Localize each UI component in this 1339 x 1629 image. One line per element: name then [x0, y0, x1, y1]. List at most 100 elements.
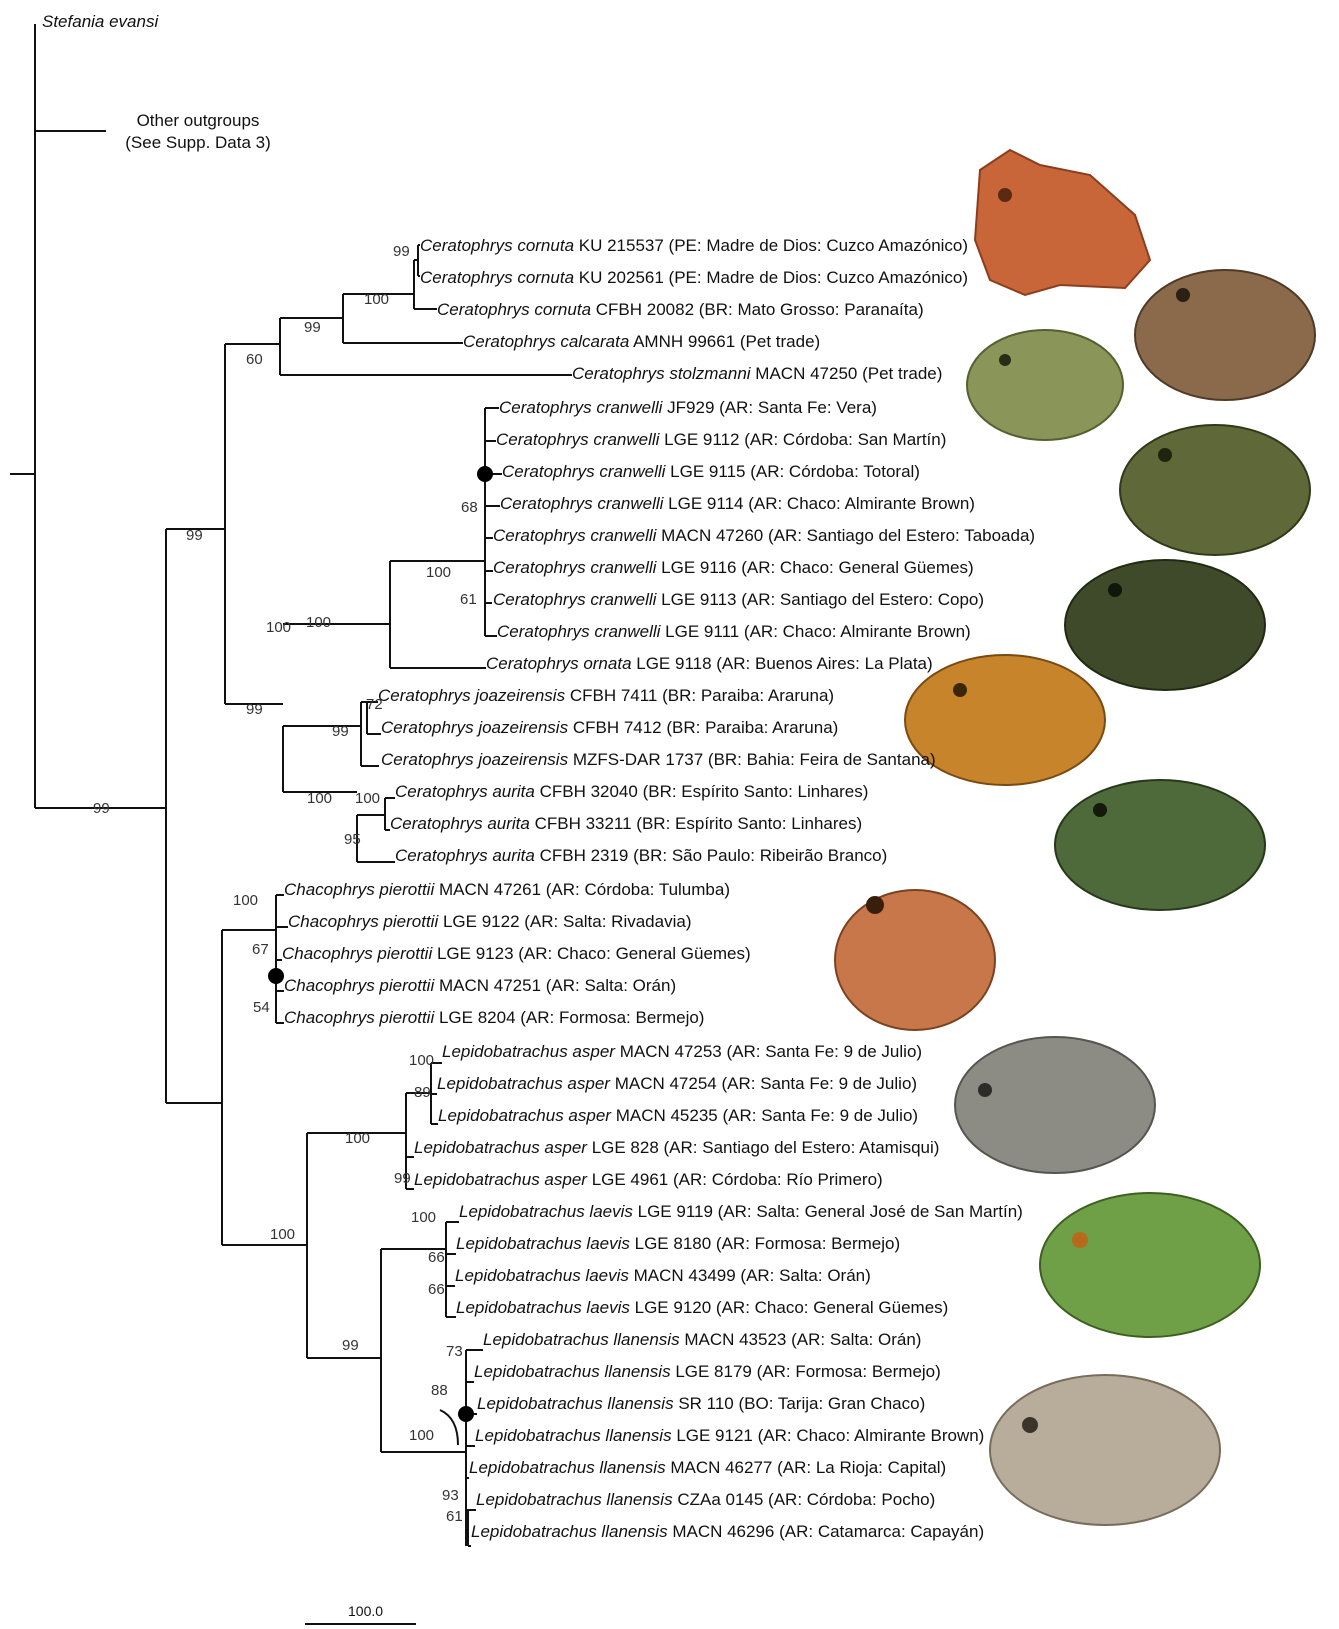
- tip-label: Lepidobatrachus llanensis LGE 8179 (AR: …: [474, 1362, 941, 1382]
- chacophrys-pierottii-photo: [835, 890, 995, 1030]
- ceratophrys-aurita-photo: [1055, 780, 1265, 910]
- tip-label: Ceratophrys aurita CFBH 2319 (BR: São Pa…: [395, 846, 887, 866]
- support-value: 89: [414, 1085, 431, 1101]
- support-value: 88: [431, 1383, 448, 1399]
- tip-label: Ceratophrys aurita CFBH 33211 (BR: Espír…: [390, 814, 862, 834]
- taxon-name: Lepidobatrachus llanensis: [483, 1330, 680, 1349]
- support-value: 100: [233, 893, 258, 909]
- specimen-locality: KU 215537 (PE: Madre de Dios: Cuzco Amaz…: [574, 236, 968, 255]
- specimen-locality: CFBH 7412 (BR: Paraiba: Araruna): [568, 718, 838, 737]
- support-value: 72: [366, 697, 383, 713]
- tip-label: Chacophrys pierottii LGE 8204 (AR: Formo…: [284, 1008, 704, 1028]
- specimen-locality: LGE 9112 (AR: Córdoba: San Martín): [659, 430, 946, 449]
- specimen-locality: MACN 47251 (AR: Salta: Orán): [434, 976, 676, 995]
- support-value: 99: [246, 702, 263, 718]
- tip-label: Lepidobatrachus asper LGE 4961 (AR: Córd…: [414, 1170, 883, 1190]
- specimen-locality: LGE 9113 (AR: Santiago del Estero: Copo): [656, 590, 984, 609]
- tip-label: Lepidobatrachus llanensis CZAa 0145 (AR:…: [476, 1490, 935, 1510]
- specimen-locality: AMNH 99661 (Pet trade): [629, 332, 820, 351]
- tip-label: Lepidobatrachus llanensis SR 110 (BO: Ta…: [477, 1394, 925, 1414]
- tip-label: Ceratophrys joazeirensis CFBH 7412 (BR: …: [381, 718, 838, 738]
- specimen-locality: CFBH 2319 (BR: São Paulo: Ribeirão Branc…: [535, 846, 887, 865]
- specimen-locality: KU 202561 (PE: Madre de Dios: Cuzco Amaz…: [574, 268, 968, 287]
- outgroup-other: Other outgroups (See Supp. Data 3): [108, 110, 288, 154]
- taxon-name: Ceratophrys aurita: [395, 782, 535, 801]
- taxon-name: Ceratophrys cranwelli: [497, 622, 660, 641]
- tip-label: Chacophrys pierottii LGE 9123 (AR: Chaco…: [282, 944, 751, 964]
- taxon-name: Lepidobatrachus asper: [438, 1106, 611, 1125]
- ceratophrys-calcarata-photo: [1135, 270, 1315, 400]
- specimen-locality: LGE 9121 (AR: Chaco: Almirante Brown): [672, 1426, 985, 1445]
- specimen-locality: MACN 45235 (AR: Santa Fe: 9 de Julio): [611, 1106, 918, 1125]
- specimen-locality: CFBH 32040 (BR: Espírito Santo: Linhares…: [535, 782, 869, 801]
- tip-label: Lepidobatrachus llanensis MACN 46277 (AR…: [469, 1458, 946, 1478]
- tip-label: Ceratophrys cornuta KU 202561 (PE: Madre…: [420, 268, 968, 288]
- tip-label: Ceratophrys cranwelli LGE 9113 (AR: Sant…: [493, 590, 984, 610]
- taxon-name: Ceratophrys joazeirensis: [381, 718, 568, 737]
- tip-label: Lepidobatrachus asper MACN 45235 (AR: Sa…: [438, 1106, 918, 1126]
- taxon-name: Ceratophrys cornuta: [420, 268, 574, 287]
- tip-label: Lepidobatrachus asper MACN 47253 (AR: Sa…: [442, 1042, 922, 1062]
- support-value: 61: [460, 592, 477, 608]
- tip-label: Lepidobatrachus llanensis LGE 9121 (AR: …: [475, 1426, 984, 1446]
- taxon-name: Lepidobatrachus laevis: [459, 1202, 633, 1221]
- specimen-locality: MACN 47250 (Pet trade): [751, 364, 943, 383]
- tip-label: Lepidobatrachus laevis LGE 9119 (AR: Sal…: [459, 1202, 1023, 1222]
- specimen-locality: JF929 (AR: Santa Fe: Vera): [662, 398, 876, 417]
- tip-label: Chacophrys pierottii MACN 47251 (AR: Sal…: [284, 976, 676, 996]
- frog-photos: [835, 150, 1315, 1525]
- specimen-locality: CFBH 33211 (BR: Espírito Santo: Linhares…: [530, 814, 862, 833]
- taxon-name: Ceratophrys cranwelli: [493, 590, 656, 609]
- taxon-name: Lepidobatrachus llanensis: [476, 1490, 673, 1509]
- taxon-name: Lepidobatrachus llanensis: [469, 1458, 666, 1477]
- support-value: 99: [186, 528, 203, 544]
- specimen-locality: MACN 47260 (AR: Santiago del Estero: Tab…: [656, 526, 1035, 545]
- specimen-locality: LGE 9114 (AR: Chaco: Almirante Brown): [663, 494, 975, 513]
- support-value: 60: [246, 352, 263, 368]
- specimen-locality: LGE 828 (AR: Santiago del Estero: Atamis…: [587, 1138, 939, 1157]
- specimen-locality: MZFS-DAR 1737 (BR: Bahia: Feira de Santa…: [568, 750, 936, 769]
- support-value: 100: [355, 791, 380, 807]
- lepidobatrachus-llanensis-photo: [990, 1375, 1220, 1525]
- support-value: 99: [332, 724, 349, 740]
- outgroup-other-line2: (See Supp. Data 3): [108, 132, 288, 154]
- specimen-locality: LGE 9123 (AR: Chaco: General Güemes): [432, 944, 750, 963]
- specimen-locality: CFBH 7411 (BR: Paraiba: Araruna): [565, 686, 834, 705]
- support-value: 100: [270, 1227, 295, 1243]
- tip-label: Lepidobatrachus laevis MACN 43499 (AR: S…: [455, 1266, 871, 1286]
- lepidobatrachus-asper-photo: [955, 1037, 1155, 1173]
- taxon-name: Lepidobatrachus llanensis: [471, 1522, 668, 1541]
- ceratophrys-ornata-photo: [1065, 560, 1265, 690]
- support-value: 100: [411, 1210, 436, 1226]
- taxon-name: Chacophrys pierottii: [288, 912, 438, 931]
- outgroup-other-line1: Other outgroups: [108, 110, 288, 132]
- tip-label: Ceratophrys ornata LGE 9118 (AR: Buenos …: [486, 654, 933, 674]
- taxon-name: Ceratophrys cranwelli: [493, 558, 656, 577]
- tip-label: Lepidobatrachus asper LGE 828 (AR: Santi…: [414, 1138, 939, 1158]
- taxon-name: Lepidobatrachus asper: [414, 1170, 587, 1189]
- tip-label: Lepidobatrachus laevis LGE 9120 (AR: Cha…: [456, 1298, 948, 1318]
- support-value: 100: [364, 292, 389, 308]
- support-value: 99: [342, 1338, 359, 1354]
- support-value: 100: [307, 791, 332, 807]
- tip-label: Ceratophrys joazeirensis CFBH 7411 (BR: …: [378, 686, 834, 706]
- tip-label: Chacophrys pierottii MACN 47261 (AR: Cór…: [284, 880, 730, 900]
- node-dot-llanensis: [458, 1406, 474, 1422]
- support-value: 54: [253, 1000, 270, 1016]
- support-value: 100: [409, 1428, 434, 1444]
- tip-label: Ceratophrys cornuta CFBH 20082 (BR: Mato…: [437, 300, 924, 320]
- tip-label: Ceratophrys calcarata AMNH 99661 (Pet tr…: [463, 332, 820, 352]
- support-value: 100: [306, 615, 331, 631]
- taxon-name: Ceratophrys ornata: [486, 654, 632, 673]
- taxon-name: Lepidobatrachus asper: [442, 1042, 615, 1061]
- support-value: 99: [393, 244, 410, 260]
- tip-label: Ceratophrys stolzmanni MACN 47250 (Pet t…: [572, 364, 942, 384]
- specimen-locality: LGE 8204 (AR: Formosa: Bermejo): [434, 1008, 704, 1027]
- tip-label: Ceratophrys aurita CFBH 32040 (BR: Espír…: [395, 782, 868, 802]
- specimen-locality: LGE 8180 (AR: Formosa: Bermejo): [630, 1234, 900, 1253]
- taxon-name: Ceratophrys joazeirensis: [381, 750, 568, 769]
- taxon-name: Chacophrys pierottii: [284, 976, 434, 995]
- specimen-locality: MACN 47254 (AR: Santa Fe: 9 de Julio): [610, 1074, 917, 1093]
- support-value: 66: [428, 1250, 445, 1266]
- tip-label: Lepidobatrachus asper MACN 47254 (AR: Sa…: [437, 1074, 917, 1094]
